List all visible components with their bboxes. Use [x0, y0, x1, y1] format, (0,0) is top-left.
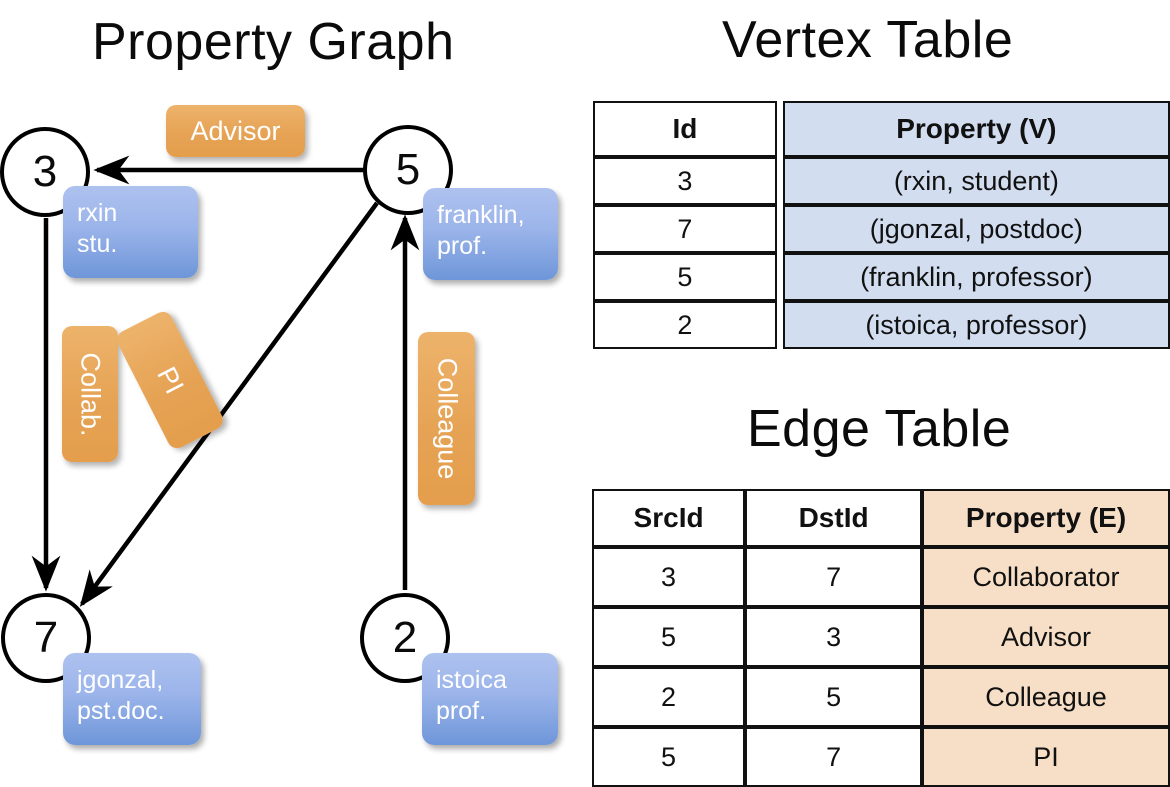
graph-node-2[interactable]: 2	[360, 593, 450, 683]
node-property-5-line2: prof.	[437, 232, 488, 260]
node-property-2-line2: prof.	[436, 697, 487, 725]
edge-row-3-dst: 7	[745, 727, 923, 787]
edge-label-colleague: Colleague	[418, 332, 475, 505]
vertex-table-header-id: Id	[593, 101, 777, 157]
vertex-row-2-property: (franklin, professor)	[782, 253, 1170, 301]
vertex-row-3-id: 2	[593, 301, 777, 349]
graph-node-7-label: 7	[33, 613, 59, 662]
table-row: 5 (franklin, professor)	[593, 253, 1170, 301]
page-title-edge-table: Edge Table	[747, 400, 1012, 458]
edge-row-0-dst: 7	[745, 547, 923, 607]
edge-row-3-property: PI	[922, 727, 1170, 787]
node-property-3-line2: stu.	[77, 230, 118, 258]
table-row: 3 7 Collaborator	[592, 547, 1170, 607]
edge-row-0-src: 3	[592, 547, 746, 607]
node-property-7-line2: pst.doc.	[77, 697, 165, 725]
graph-node-2-label: 2	[392, 613, 418, 662]
edge-table-header-srcid: SrcId	[592, 489, 746, 547]
vertex-row-3-property: (istoica, professor)	[782, 301, 1170, 349]
table-row: 5 3 Advisor	[592, 607, 1170, 667]
graph-node-5[interactable]: 5	[363, 125, 453, 215]
edge-label-collab: Collab.	[62, 326, 118, 462]
vertex-row-1-property: (jgonzal, postdoc)	[782, 205, 1170, 253]
edge-table-header-dstid: DstId	[745, 489, 923, 547]
edge-table-header-property: Property (E)	[922, 489, 1170, 547]
node-property-box-5: franklin, prof.	[423, 188, 558, 280]
edge-row-2-dst: 5	[745, 667, 923, 727]
table-row: 2 (istoica, professor)	[593, 301, 1170, 349]
node-property-2-line1: istoica	[436, 666, 507, 694]
edge-label-advisor: Advisor	[166, 105, 305, 157]
edge-row-1-dst: 3	[745, 607, 923, 667]
edge-label-collab-text: Collab.	[75, 351, 106, 437]
vertex-table-header-row: Id Property (V)	[593, 101, 1170, 157]
edge-row-1-src: 5	[592, 607, 746, 667]
edge-row-3-src: 5	[592, 727, 746, 787]
node-property-box-7: jgonzal, pst.doc.	[63, 653, 201, 745]
node-property-3-line1: rxin	[77, 199, 118, 227]
table-row: 5 7 PI	[592, 727, 1170, 787]
edge-row-2-src: 2	[592, 667, 746, 727]
property-graph-diagram: 3 5 7 2 rxin stu. franklin, prof. jgonza…	[0, 0, 585, 760]
page-title-vertex-table: Vertex Table	[722, 11, 1014, 69]
node-property-box-2: istoica prof.	[422, 653, 558, 745]
edge-table-header-row: SrcId DstId Property (E)	[592, 489, 1170, 547]
graph-node-3-label: 3	[32, 147, 58, 196]
table-row: 2 5 Colleague	[592, 667, 1170, 727]
edge-row-2-property: Colleague	[922, 667, 1170, 727]
vertex-row-2-id: 5	[593, 253, 777, 301]
edge-table: SrcId DstId Property (E) 3 7 Collaborato…	[592, 489, 1170, 787]
node-property-5-line1: franklin,	[437, 201, 525, 229]
vertex-row-0-property: (rxin, student)	[782, 157, 1170, 205]
edge-label-pi-text: PI	[151, 361, 190, 398]
node-property-box-3: rxin stu.	[63, 186, 198, 278]
edge-row-1-property: Advisor	[922, 607, 1170, 667]
vertex-table-header-property: Property (V)	[782, 101, 1170, 157]
table-row: 3 (rxin, student)	[593, 157, 1170, 205]
graph-edge-arrows	[31, 155, 420, 607]
vertex-table: Id Property (V) 3 (rxin, student) 7 (jgo…	[593, 101, 1170, 349]
graph-node-5-label: 5	[395, 145, 421, 194]
node-property-7-line1: jgonzal,	[77, 666, 164, 694]
vertex-row-1-id: 7	[593, 205, 777, 253]
table-row: 7 (jgonzal, postdoc)	[593, 205, 1170, 253]
page-title-property-graph: Property Graph	[92, 13, 455, 71]
vertex-row-0-id: 3	[593, 157, 777, 205]
edge-label-colleague-text: Colleague	[432, 357, 462, 480]
edge-row-0-property: Collaborator	[922, 547, 1170, 607]
edge-label-advisor-text: Advisor	[190, 115, 281, 146]
arrow-5-to-7	[79, 201, 379, 607]
